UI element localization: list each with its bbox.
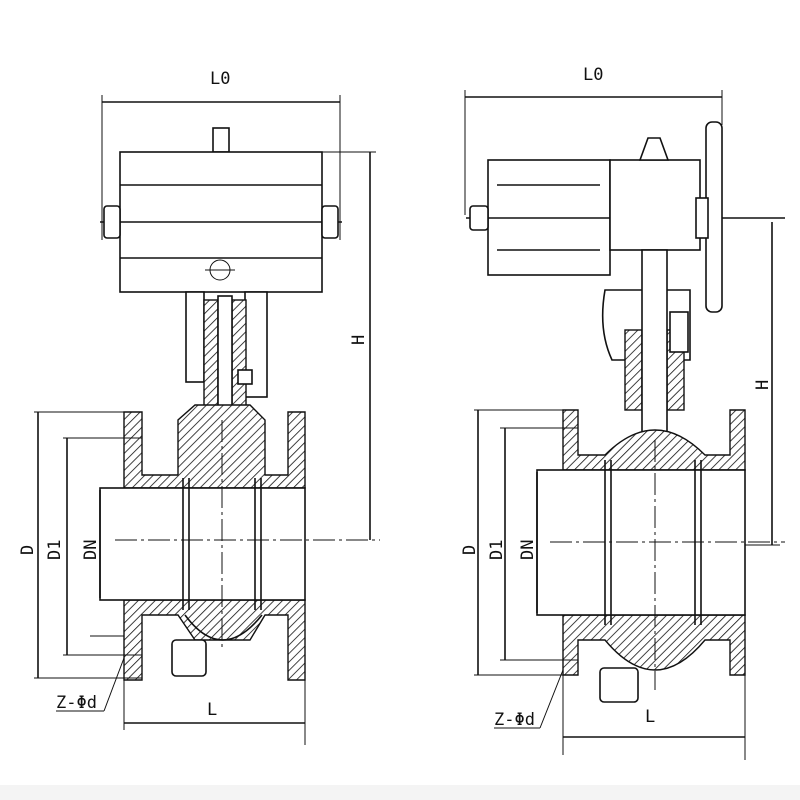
left-dn-label: DN bbox=[81, 540, 101, 560]
right-h-dimension: H bbox=[745, 222, 780, 546]
right-d-label: D bbox=[460, 545, 480, 555]
left-l0-label: L0 bbox=[210, 69, 230, 89]
right-h-label: H bbox=[753, 380, 773, 390]
left-d1-label: D1 bbox=[45, 540, 65, 560]
left-l0-dimension: L0 bbox=[101, 69, 341, 240]
right-l-dimension: L Z-Φd bbox=[494, 669, 746, 760]
bottom-band bbox=[0, 785, 800, 800]
left-h-dimension: H bbox=[322, 151, 376, 540]
left-diameter-dimensions: D D1 DN bbox=[18, 411, 142, 679]
left-h-label: H bbox=[349, 335, 369, 345]
left-l-dimension: L Z-Φd bbox=[56, 657, 306, 745]
right-l0-dimension: L0 bbox=[464, 65, 723, 215]
left-l-label: L bbox=[207, 700, 217, 720]
right-d1-label: D1 bbox=[487, 540, 507, 560]
left-bracket bbox=[185, 291, 268, 477]
left-z-d-label: Z-Φd bbox=[56, 693, 97, 713]
right-l0-label: L0 bbox=[583, 65, 603, 85]
right-valve: L0 H bbox=[460, 65, 785, 760]
left-body bbox=[99, 404, 380, 681]
right-actuator bbox=[466, 121, 785, 313]
left-d-label: D bbox=[18, 545, 38, 555]
left-actuator bbox=[100, 127, 342, 293]
right-z-d-label: Z-Φd bbox=[494, 710, 535, 730]
right-dn-label: DN bbox=[518, 540, 538, 560]
right-bracket bbox=[601, 249, 691, 456]
left-valve: L0 H bbox=[18, 69, 380, 745]
right-body bbox=[536, 409, 785, 703]
right-diameter-dimensions: D D1 DN bbox=[460, 409, 578, 676]
right-l-label: L bbox=[645, 707, 655, 727]
